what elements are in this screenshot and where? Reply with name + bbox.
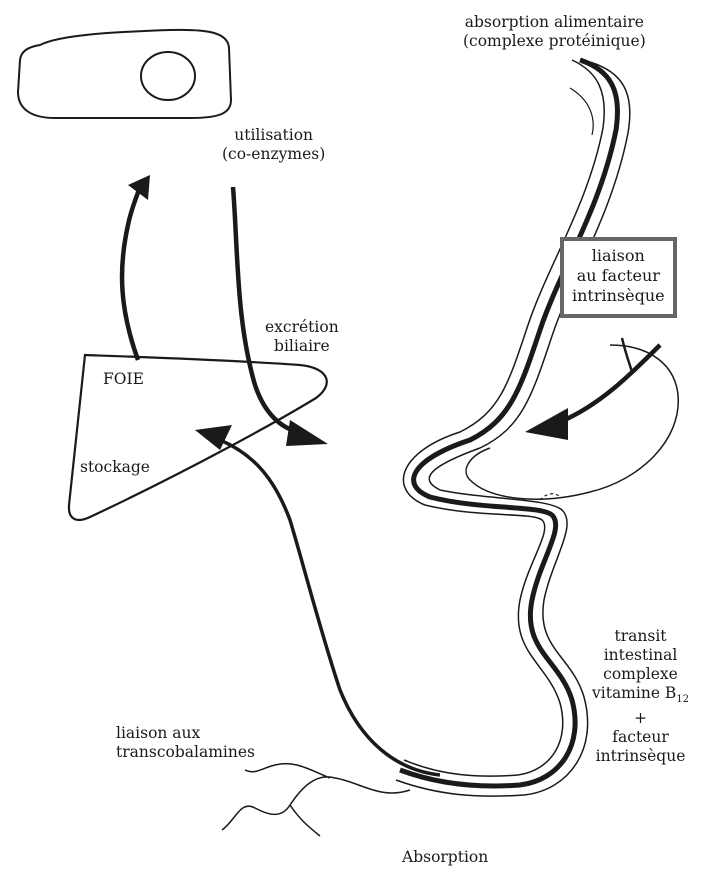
label-utilisation-line1: utilisation bbox=[222, 126, 325, 145]
arrowhead-cell bbox=[128, 175, 150, 200]
label-absorption-line2: (complexe protéinique) bbox=[463, 32, 646, 51]
label-biliary-line1: excrétion bbox=[265, 318, 339, 337]
label-absorption-alimentaire: absorption alimentaire (complexe protéin… bbox=[463, 13, 646, 51]
label-intrinsic-line1: liaison bbox=[572, 246, 665, 266]
label-biliary-excretion: excrétion biliaire bbox=[265, 318, 339, 356]
label-transcobalamines: liaison aux transcobalamines bbox=[116, 724, 255, 762]
cell-outline bbox=[18, 30, 231, 118]
label-biliary-line2: biliaire bbox=[265, 337, 339, 356]
label-absorption-bottom: Absorption bbox=[402, 848, 488, 867]
label-transit: transit intestinal complexe vitamine B12… bbox=[592, 627, 689, 766]
intrinsic-factor-stub bbox=[622, 338, 632, 372]
cell-nucleus bbox=[141, 52, 195, 100]
label-intrinsic-line3: intrinsèque bbox=[572, 286, 665, 306]
arrowhead-biliary bbox=[286, 420, 328, 446]
esophagus-inner-wall bbox=[570, 88, 593, 135]
arrowhead-liver bbox=[195, 425, 232, 450]
transcobalamine-wave bbox=[222, 764, 410, 836]
label-intrinsic-factor-box: liaison au facteur intrinsèque bbox=[560, 237, 677, 318]
label-liver: FOIE bbox=[103, 370, 144, 389]
label-transco-line2: transcobalamines bbox=[116, 743, 255, 762]
label-transit-line6: facteur bbox=[592, 728, 689, 747]
label-transit-line1: transit bbox=[592, 627, 689, 646]
arrow-intrinsic-factor bbox=[560, 345, 660, 422]
arrow-liver-to-cell bbox=[122, 187, 140, 360]
label-transit-line2: intestinal bbox=[592, 646, 689, 665]
label-transit-line4: vitamine B12 bbox=[592, 684, 689, 709]
arrowhead-intrinsic bbox=[525, 408, 568, 440]
label-transco-line1: liaison aux bbox=[116, 724, 255, 743]
label-transit-line7: intrinsèque bbox=[592, 747, 689, 766]
label-vitamin-b: vitamine B bbox=[592, 684, 676, 702]
label-absorption-line1: absorption alimentaire bbox=[463, 13, 646, 32]
label-utilisation-line2: (co-enzymes) bbox=[222, 145, 325, 164]
label-storage: stockage bbox=[80, 458, 150, 477]
label-intrinsic-line2: au facteur bbox=[572, 266, 665, 286]
arrow-biliary-excretion bbox=[233, 187, 298, 432]
label-transit-line5: + bbox=[592, 709, 689, 728]
label-vitamin-sub: 12 bbox=[676, 694, 689, 705]
label-transit-line3: complexe bbox=[592, 665, 689, 684]
label-utilisation: utilisation (co-enzymes) bbox=[222, 126, 325, 164]
